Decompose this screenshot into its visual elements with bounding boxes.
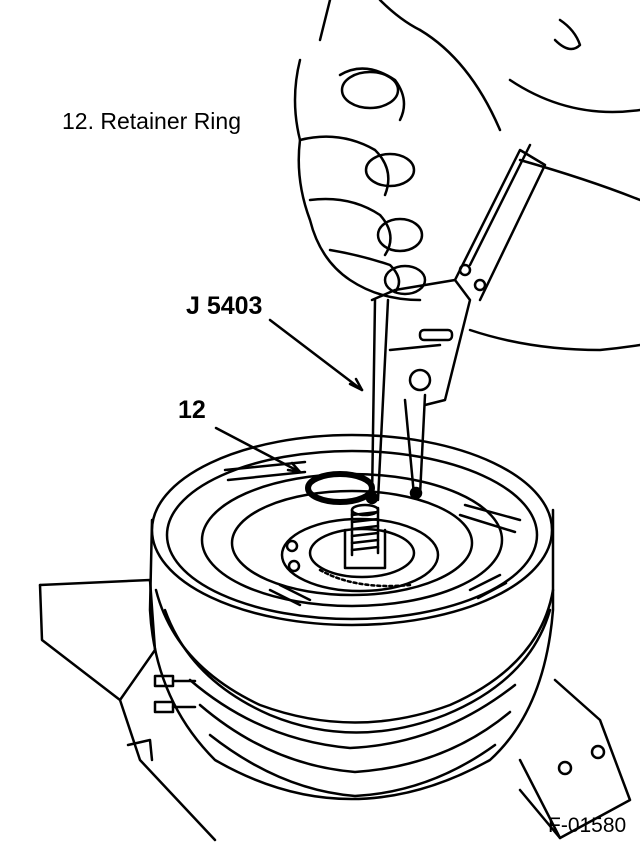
part-callout-label: 12 (178, 396, 206, 424)
tool-leader-line (268, 318, 364, 392)
technician-hand (293, 0, 640, 352)
clutch-pulley-body (148, 508, 555, 801)
retainer-ring (305, 471, 375, 505)
figure-code: F-01580 (548, 814, 627, 837)
leader-lines (214, 318, 364, 474)
part-leader-line (214, 426, 302, 474)
hub-and-shaft (280, 503, 440, 593)
caption-retainer-ring: 12. Retainer Ring (62, 108, 241, 134)
tool-callout-label: J 5403 (186, 292, 263, 320)
snap-ring-pliers (365, 143, 547, 505)
